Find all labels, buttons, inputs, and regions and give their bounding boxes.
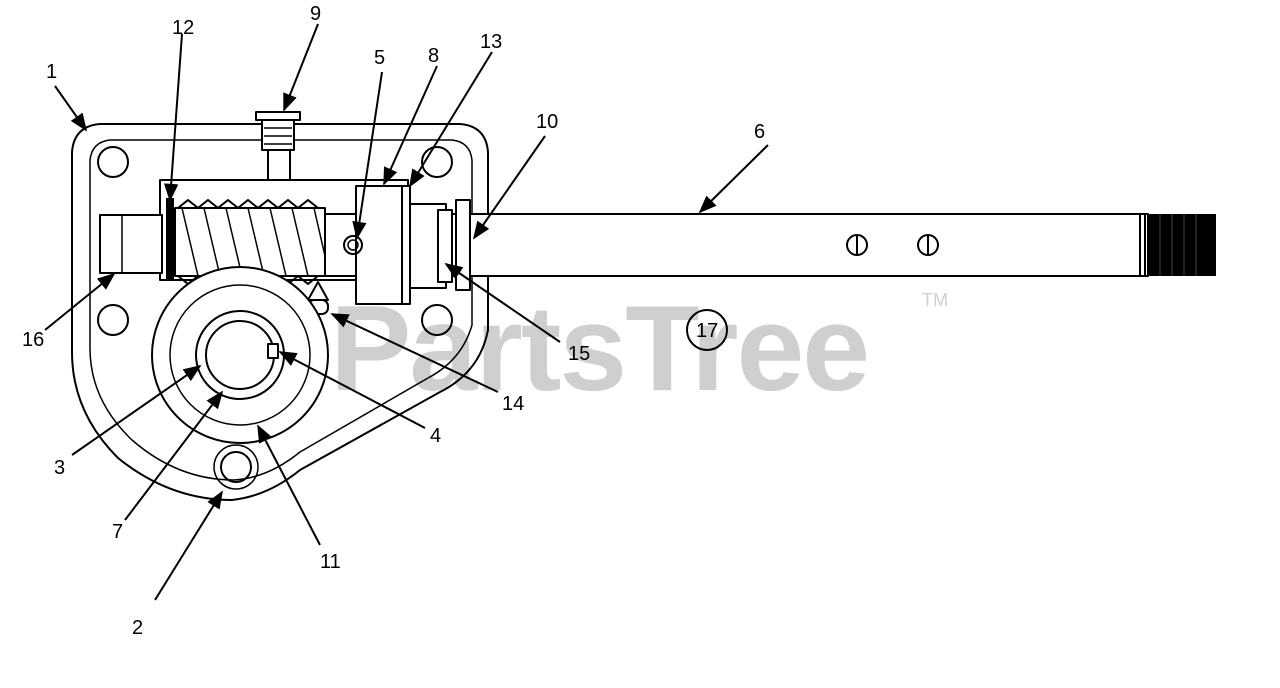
thrust-washer — [166, 198, 174, 280]
ref-circle-17 — [686, 309, 728, 351]
label-17: 17 — [696, 320, 718, 342]
label-3: 3 — [54, 457, 65, 479]
watermark-text: PartsTree — [330, 280, 868, 416]
label-1: 1 — [46, 61, 57, 83]
bearing-ring — [401, 185, 411, 305]
label-7: 7 — [112, 521, 123, 543]
bearing-collar — [343, 185, 403, 305]
gearbox-housing — [71, 123, 489, 501]
label-14: 14 — [502, 393, 524, 415]
watermark: PartsTree TM — [330, 280, 948, 416]
label-11: 11 — [320, 551, 341, 573]
label-15: 15 — [568, 343, 590, 365]
part-labels: 1 2 3 4 5 6 7 8 9 10 11 12 13 14 15 16 1… — [22, 3, 765, 639]
label-5: 5 — [374, 47, 385, 69]
output-gear — [151, 266, 329, 444]
label-6: 6 — [754, 121, 765, 143]
label-2: 2 — [132, 617, 143, 639]
label-12: 12 — [172, 17, 194, 39]
oil-seal — [409, 203, 453, 289]
label-16: 16 — [22, 329, 44, 351]
vent-plug — [255, 111, 301, 181]
watermark-trademark: TM — [922, 290, 948, 310]
label-8: 8 — [428, 45, 439, 67]
label-4: 4 — [430, 425, 441, 447]
label-13: 13 — [480, 31, 502, 53]
leader-lines — [44, 23, 769, 601]
label-9: 9 — [310, 3, 321, 25]
worm-gear — [174, 199, 326, 285]
shaft-stub — [99, 214, 163, 274]
label-10: 10 — [536, 111, 558, 133]
